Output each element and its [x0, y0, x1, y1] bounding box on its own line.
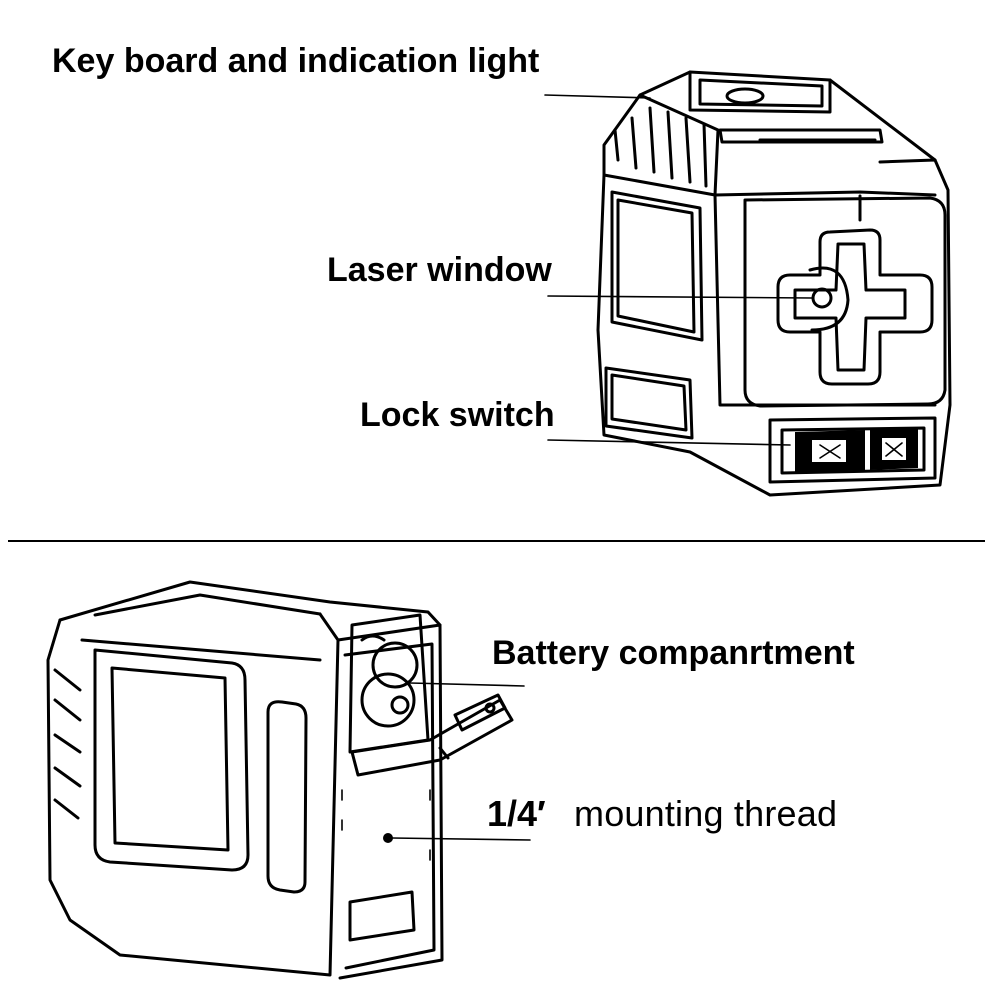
leader-lock-switch: [547, 439, 791, 446]
top-device-body: [596, 70, 952, 497]
leader-laser-window: [547, 295, 813, 299]
bottom-device-body: [46, 580, 514, 980]
label-mounting-prefix: 1/4′: [487, 793, 546, 834]
label-laser-window: Laser window: [327, 251, 552, 289]
label-keyboard: Key board and indication light: [52, 42, 540, 80]
leader-keyboard: [544, 94, 651, 99]
leader-mounting-thread: [391, 837, 531, 841]
label-battery: Battery companrtment: [492, 634, 855, 672]
leader-battery: [409, 682, 525, 687]
label-mounting-suffix: mounting thread: [574, 793, 838, 834]
label-lock-switch: Lock switch: [360, 396, 555, 434]
